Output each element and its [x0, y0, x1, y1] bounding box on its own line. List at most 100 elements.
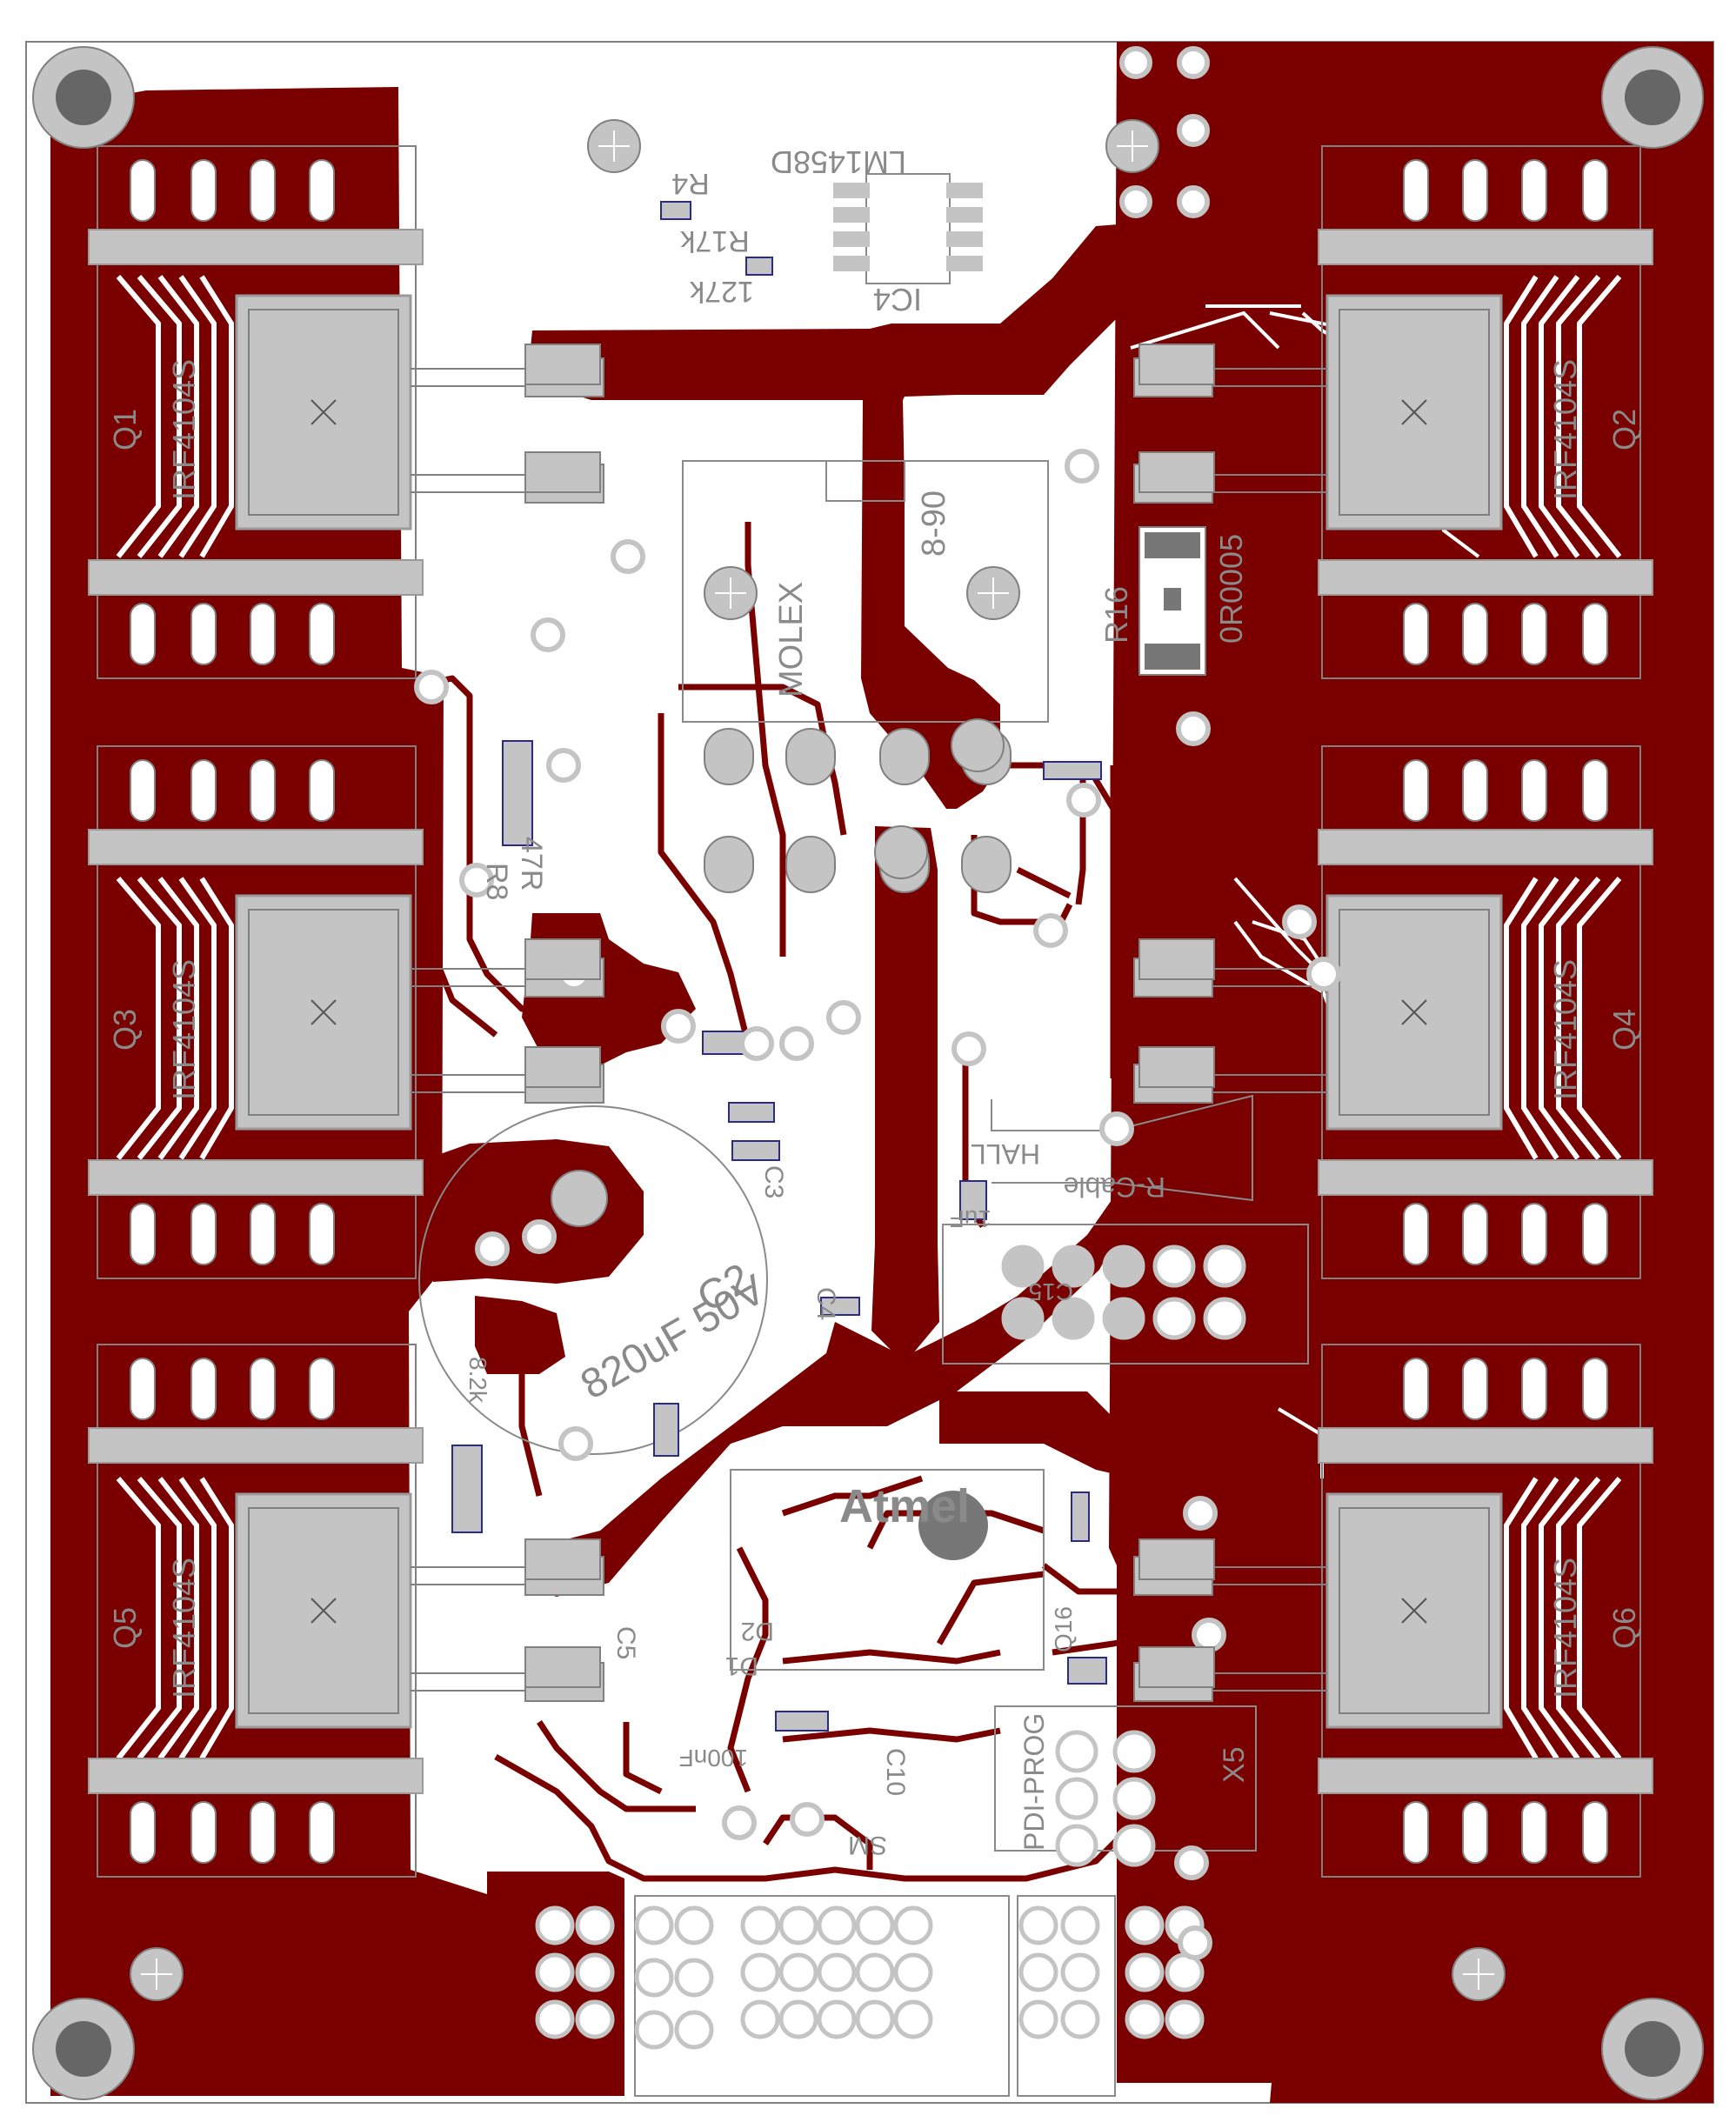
connector-pin — [1060, 1905, 1100, 1945]
via — [826, 1000, 861, 1035]
hall-pin — [1052, 1245, 1095, 1288]
mosfet-centre-mark — [1401, 399, 1427, 425]
mosfet-q3 — [88, 745, 604, 1279]
molex-label: MOLEX — [773, 582, 810, 697]
c4-label: C4 — [811, 1287, 840, 1320]
bottom-connector-outline — [634, 1895, 1010, 2097]
mosfet-slot — [1582, 1801, 1608, 1864]
connector-pin — [855, 1952, 895, 1992]
molex-outline — [682, 460, 1049, 723]
connector-pin — [575, 1952, 615, 1992]
mosfet-centre-mark — [1401, 999, 1427, 1025]
via — [475, 1231, 510, 1266]
r16-val-label: 0R0005 — [1213, 534, 1249, 644]
pdi-pin — [1055, 1777, 1098, 1820]
via — [1282, 904, 1317, 939]
mosfet-outline — [97, 145, 417, 679]
via — [1176, 711, 1211, 746]
mosfet-rail — [88, 1758, 424, 1794]
hall-pin — [1102, 1297, 1145, 1340]
molex-pin — [785, 836, 836, 893]
copper-pour — [433, 1139, 644, 1284]
connector-pin — [535, 1952, 575, 1992]
via — [1066, 783, 1101, 817]
smd-component — [728, 1102, 775, 1123]
mosfet-ref-label: Q2 — [1606, 409, 1642, 450]
connector-pin — [1018, 1952, 1058, 1992]
r16-pad — [1145, 644, 1200, 670]
mosfet-slot — [309, 759, 335, 822]
connector-pin — [575, 1905, 615, 1945]
mosfet-slot — [190, 603, 217, 665]
hall-pin — [1203, 1245, 1246, 1288]
connector-pin — [674, 2010, 714, 2050]
via — [1033, 913, 1068, 948]
smd-component — [745, 257, 773, 276]
mosfet-footprints — [88, 145, 1653, 1878]
mosfet-slot — [309, 159, 335, 222]
smd-component — [775, 1711, 829, 1732]
mosfet-slot — [1403, 159, 1429, 222]
mosfet-slot — [1582, 1358, 1608, 1420]
smd-component — [731, 1140, 780, 1161]
molex-pin — [879, 728, 930, 785]
mosfet-slot — [1582, 1203, 1608, 1265]
mosfet-part-label: IRF4104S — [1547, 359, 1583, 500]
connector-pin — [1060, 1952, 1100, 1992]
r6-val-label: 8.2k — [464, 1357, 491, 1404]
via — [722, 1805, 757, 1840]
connector-pin — [817, 1952, 857, 1992]
via — [1065, 449, 1099, 484]
connector-pin — [817, 1905, 857, 1945]
mosfet-slot — [1462, 1203, 1488, 1265]
bus-pad — [524, 1046, 601, 1088]
mosfet-slot — [1403, 603, 1429, 665]
c15-label: C15 — [1029, 1278, 1073, 1305]
x5-ref-label: X5 — [1218, 1746, 1251, 1783]
mosfet-ref-label: Q4 — [1606, 1009, 1642, 1051]
ic4-outline — [865, 173, 951, 284]
mosfet-slot — [1462, 159, 1488, 222]
connector-pin — [1125, 1905, 1165, 1945]
mosfet-slot — [1582, 603, 1608, 665]
mosfet-outline — [97, 745, 417, 1279]
mosfet-slot — [190, 1203, 217, 1265]
q16-label: Q16 — [1050, 1606, 1077, 1652]
via — [558, 1426, 593, 1461]
connector-pin — [855, 1999, 895, 2039]
mosfet-slot — [130, 1801, 156, 1864]
via — [951, 1031, 986, 1066]
via — [661, 1009, 696, 1044]
bus-pad — [524, 938, 601, 980]
via — [522, 1219, 557, 1254]
sm-label: SM — [848, 1831, 887, 1859]
mosfet-slot — [250, 603, 276, 665]
connector-pin — [740, 1905, 780, 1945]
mosfet-slot — [130, 159, 156, 222]
rcable-label: R-Cable — [1064, 1171, 1165, 1203]
mosfet-ref-label: Q3 — [107, 1009, 143, 1051]
connector-pin — [778, 1952, 818, 1992]
bus-pad — [1138, 344, 1215, 385]
ic4-pad — [946, 231, 983, 247]
copper-pour — [1165, 835, 1305, 974]
mosfet-slot — [1521, 1801, 1547, 1864]
hall-pin — [1001, 1297, 1045, 1340]
mosfet-rail — [88, 229, 424, 265]
connector-pin — [1018, 1999, 1058, 2039]
c3-label: C3 — [759, 1165, 788, 1198]
mosfet-leads — [411, 1566, 525, 1692]
mosfet-part-label: IRF4104S — [166, 359, 202, 500]
fiducial-cross — [978, 577, 1009, 609]
via — [1177, 114, 1210, 147]
smd-component — [502, 740, 533, 846]
via — [546, 748, 581, 783]
via — [1119, 46, 1152, 79]
via — [790, 1802, 825, 1837]
r8-val-label: 47R — [515, 837, 548, 891]
bus-pad — [1138, 938, 1215, 980]
mosfet-outline — [1321, 1344, 1641, 1878]
via — [779, 1026, 814, 1061]
mosfet-rail — [88, 829, 424, 865]
